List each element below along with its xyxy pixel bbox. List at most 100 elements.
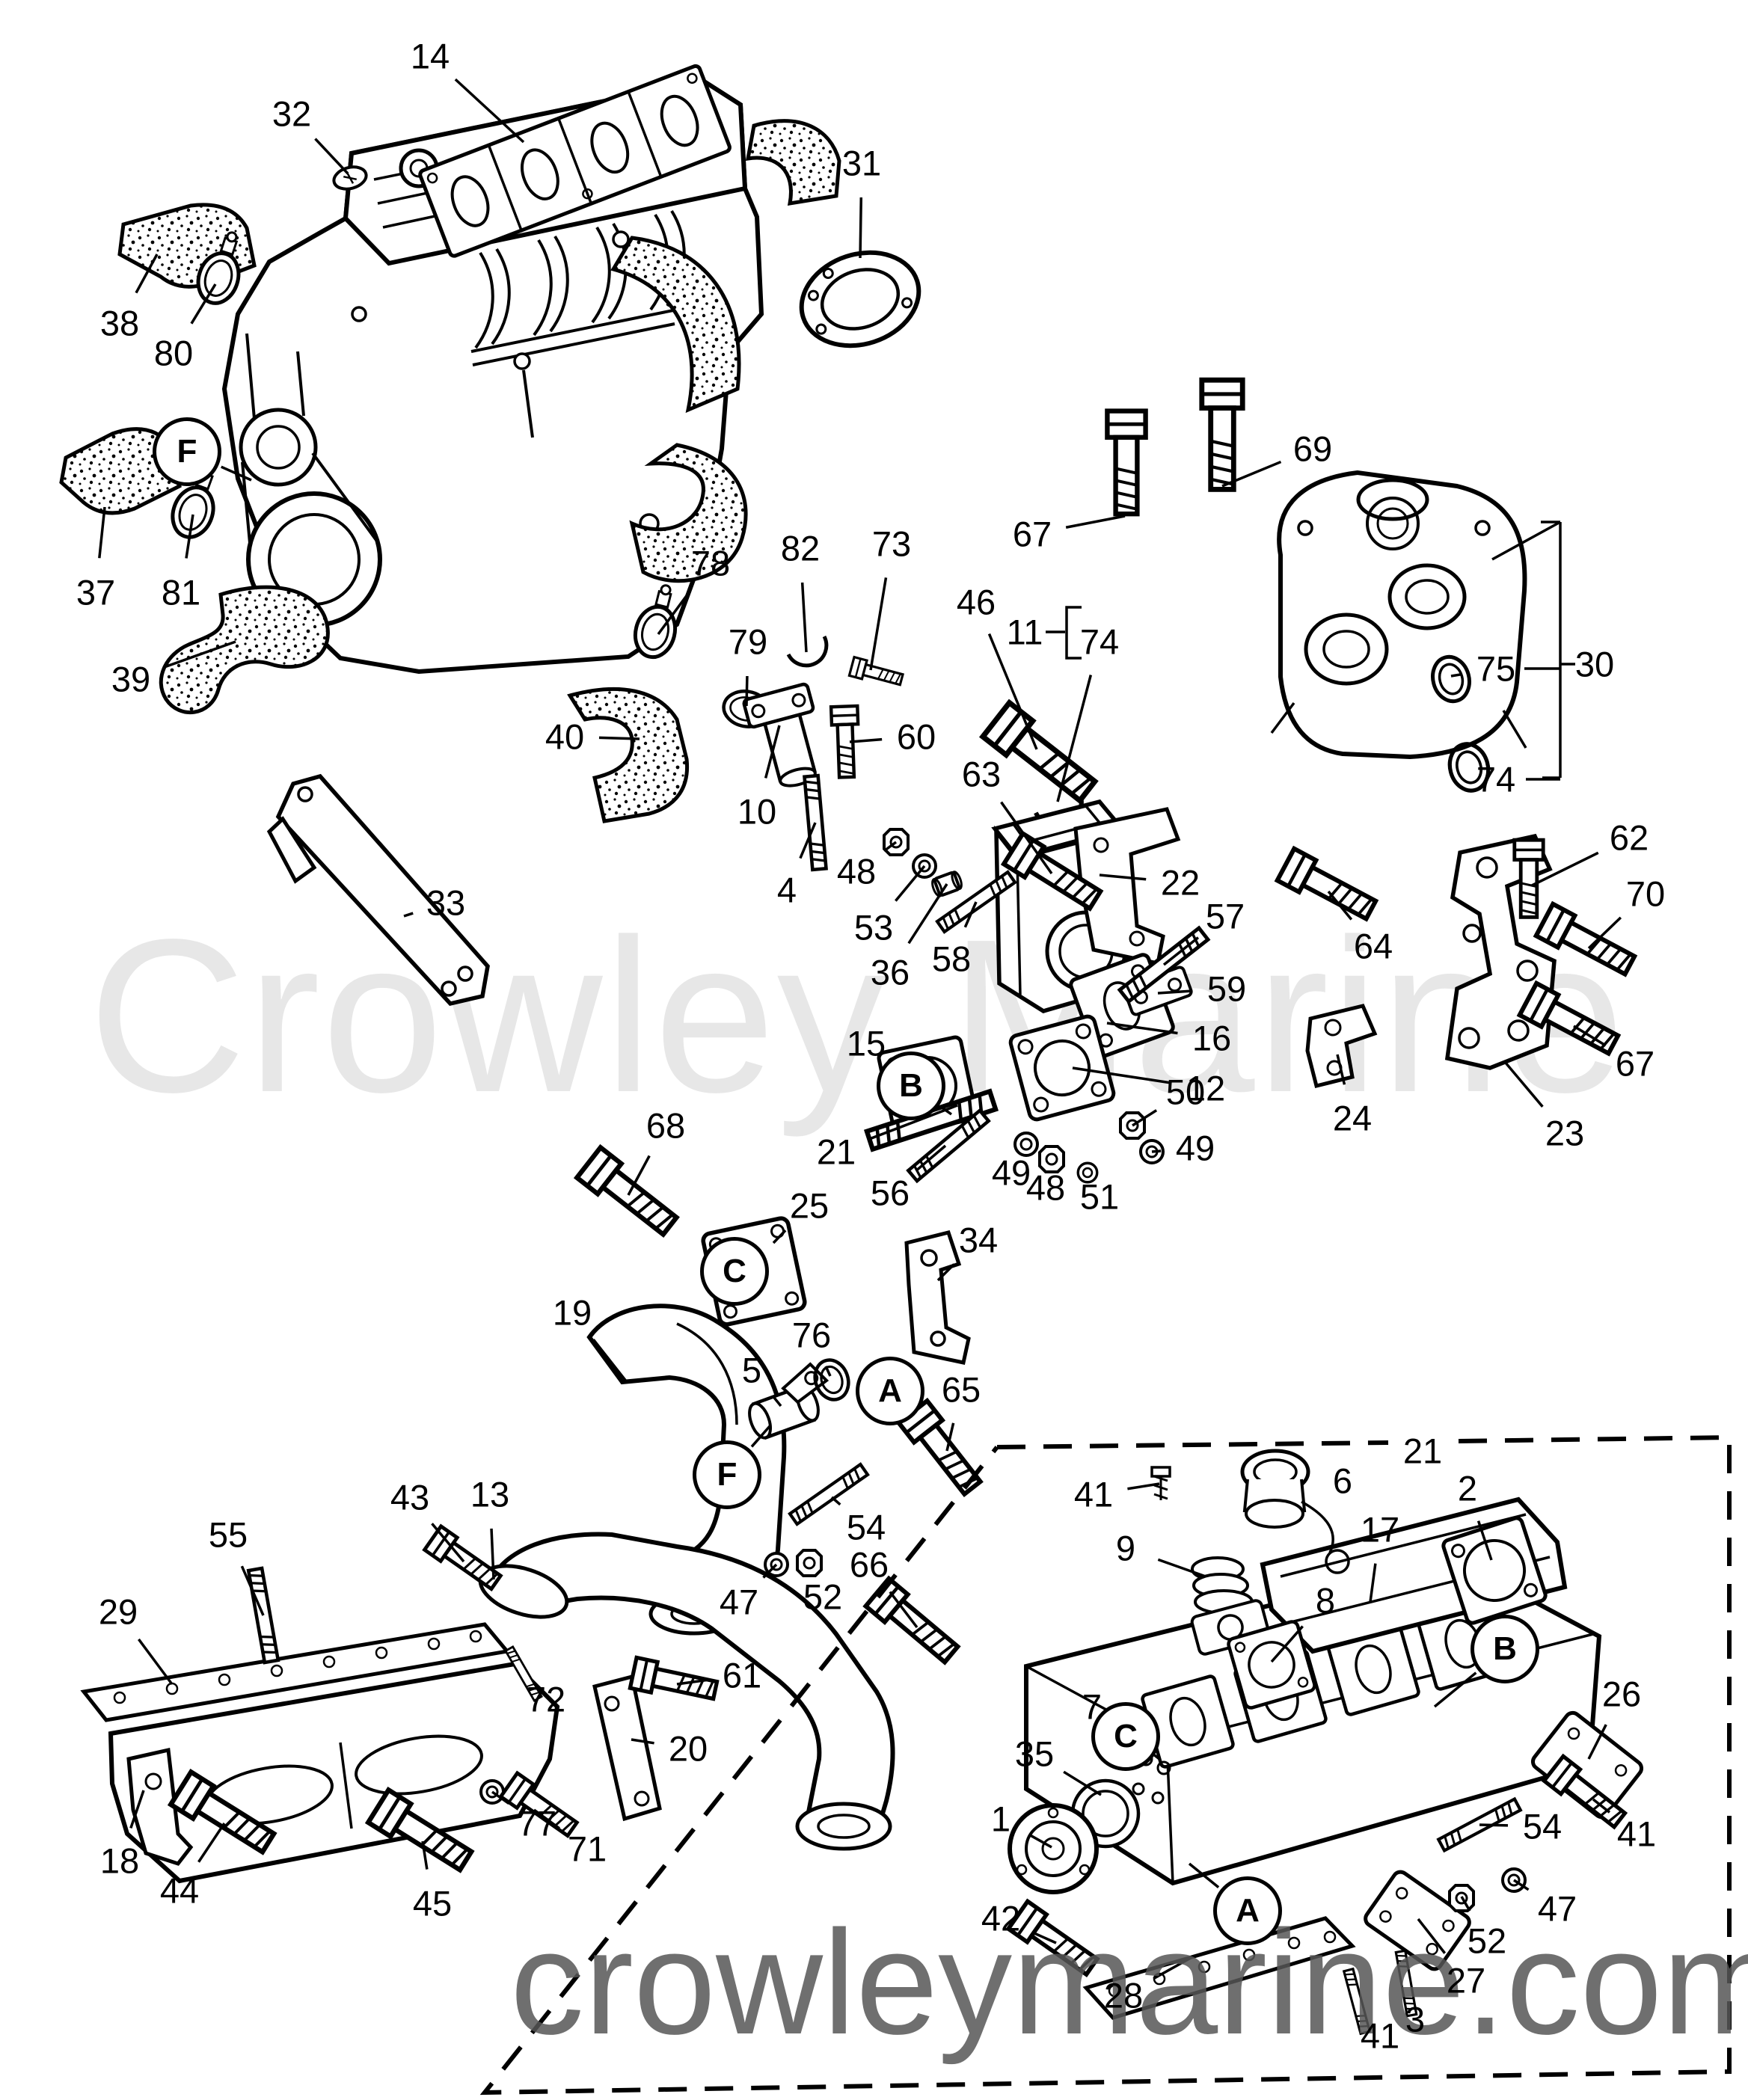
part-callout-15: 15: [846, 1023, 886, 1063]
part-callout-81: 81: [161, 572, 201, 612]
bracket-22: [1073, 807, 1181, 965]
part-callout-40: 40: [545, 716, 585, 757]
part-callout-76: 76: [791, 1315, 832, 1355]
part-callout-66: 66: [849, 1544, 889, 1585]
reference-circle-A: A: [856, 1357, 924, 1425]
part-callout-58: 58: [931, 939, 972, 979]
watermark-crowleymarine-com: crowleymarine.com: [510, 1900, 1748, 2065]
part-callout-44: 44: [159, 1870, 200, 1911]
part-callout-64: 64: [1353, 926, 1393, 966]
part-callout-77: 77: [517, 1803, 557, 1843]
reference-circle-B: B: [1471, 1615, 1539, 1683]
part-callout-8: 8: [1315, 1580, 1336, 1621]
part-callout-2: 2: [1457, 1468, 1478, 1508]
part-callout-59: 59: [1206, 968, 1247, 1009]
part-callout-41: 41: [1616, 1814, 1657, 1854]
callout-connectors: [1046, 521, 1575, 781]
part-callout-33: 33: [426, 882, 466, 923]
part-callout-63: 63: [961, 754, 1002, 794]
part-callout-70: 70: [1625, 874, 1666, 914]
seal-32: [332, 165, 368, 191]
part-callout-18: 18: [99, 1840, 140, 1881]
part-callout-16: 16: [1192, 1018, 1232, 1058]
part-callout-30: 30: [1574, 644, 1615, 684]
part-callout-51: 51: [1079, 1176, 1120, 1217]
part-callout-32: 32: [272, 93, 312, 134]
reference-circle-C: C: [1091, 1702, 1160, 1771]
part-callout-65: 65: [941, 1369, 981, 1410]
part-callout-72: 72: [526, 1679, 566, 1719]
part-callout-67: 67: [1615, 1043, 1655, 1084]
part-callout-28: 28: [1103, 1975, 1144, 2015]
part-callout-35: 35: [1014, 1734, 1055, 1774]
part-callout-19: 19: [552, 1292, 592, 1333]
part-callout-36: 36: [870, 952, 910, 992]
part-callout-3: 3: [1405, 1999, 1426, 2039]
part-callout-54: 54: [846, 1507, 886, 1547]
part-callout-47: 47: [1537, 1888, 1577, 1929]
part-callout-14: 14: [410, 36, 450, 76]
fitting-5: [748, 1362, 829, 1440]
part-callout-60: 60: [896, 716, 936, 757]
hose-39: [159, 585, 330, 715]
reference-circle-F: F: [693, 1440, 761, 1509]
part-callout-39: 39: [111, 659, 151, 699]
part-callout-67: 67: [1012, 514, 1052, 554]
end-cap-1: [1008, 1803, 1099, 1894]
part-callout-80: 80: [153, 333, 194, 373]
strap-33: [266, 773, 490, 1007]
part-callout-4: 4: [776, 870, 797, 910]
spring-fitting-9: [1190, 1556, 1271, 1656]
part-callout-46: 46: [956, 582, 996, 622]
exhaust-gasket-strip: [418, 64, 732, 258]
part-callout-25: 25: [789, 1185, 829, 1226]
hose-40: [567, 687, 690, 823]
flange-12: [1008, 1014, 1116, 1122]
part-callout-74: 74: [1476, 759, 1516, 799]
hose-37: [59, 427, 182, 515]
part-callout-53: 53: [853, 907, 894, 948]
part-callout-6: 6: [1332, 1461, 1353, 1501]
part-callout-31: 31: [841, 143, 882, 183]
part-callout-37: 37: [76, 572, 116, 612]
cap-fitting-6: [1240, 1449, 1350, 1574]
part-callout-41: 41: [1360, 2015, 1400, 2056]
part-callout-42: 42: [981, 1898, 1021, 1938]
part-callout-54: 54: [1522, 1806, 1563, 1846]
reference-circle-F: F: [153, 417, 221, 486]
part-callout-57: 57: [1205, 896, 1245, 936]
part-callout-48: 48: [836, 851, 877, 891]
thermostat-housing-30: [1270, 470, 1527, 760]
part-callout-52: 52: [1467, 1921, 1507, 1961]
part-callout-10: 10: [737, 791, 777, 832]
part-callout-79: 79: [728, 621, 768, 662]
part-callout-69: 69: [1292, 429, 1333, 469]
part-callout-24: 24: [1332, 1098, 1373, 1138]
reference-circle-A: A: [1213, 1876, 1282, 1945]
part-callout-61: 61: [722, 1655, 762, 1695]
flange-ring-31: [799, 250, 921, 349]
part-callout-12: 12: [1186, 1068, 1226, 1108]
part-callout-52: 52: [803, 1576, 843, 1617]
part-callout-20: 20: [668, 1728, 708, 1769]
part-callout-50: 50: [1165, 1072, 1206, 1112]
part-callout-26: 26: [1601, 1674, 1642, 1714]
part-callout-45: 45: [412, 1883, 453, 1924]
inset-dashed-box: [479, 1434, 1732, 2096]
part-callout-5: 5: [741, 1350, 762, 1390]
part-callout-17: 17: [1360, 1509, 1400, 1550]
part-callout-11: 11: [1006, 612, 1043, 652]
part-callout-34: 34: [958, 1220, 999, 1260]
part-callout-22: 22: [1160, 862, 1200, 903]
part-callout-48: 48: [1025, 1167, 1066, 1208]
part-callout-13: 13: [470, 1474, 510, 1514]
part-callout-23: 23: [1545, 1113, 1585, 1153]
part-callout-21: 21: [816, 1132, 856, 1172]
bracket-24: [1305, 1004, 1378, 1089]
part-callout-75: 75: [1476, 648, 1516, 689]
part-callout-27: 27: [1446, 1960, 1486, 2001]
reference-circle-C: C: [700, 1237, 769, 1306]
